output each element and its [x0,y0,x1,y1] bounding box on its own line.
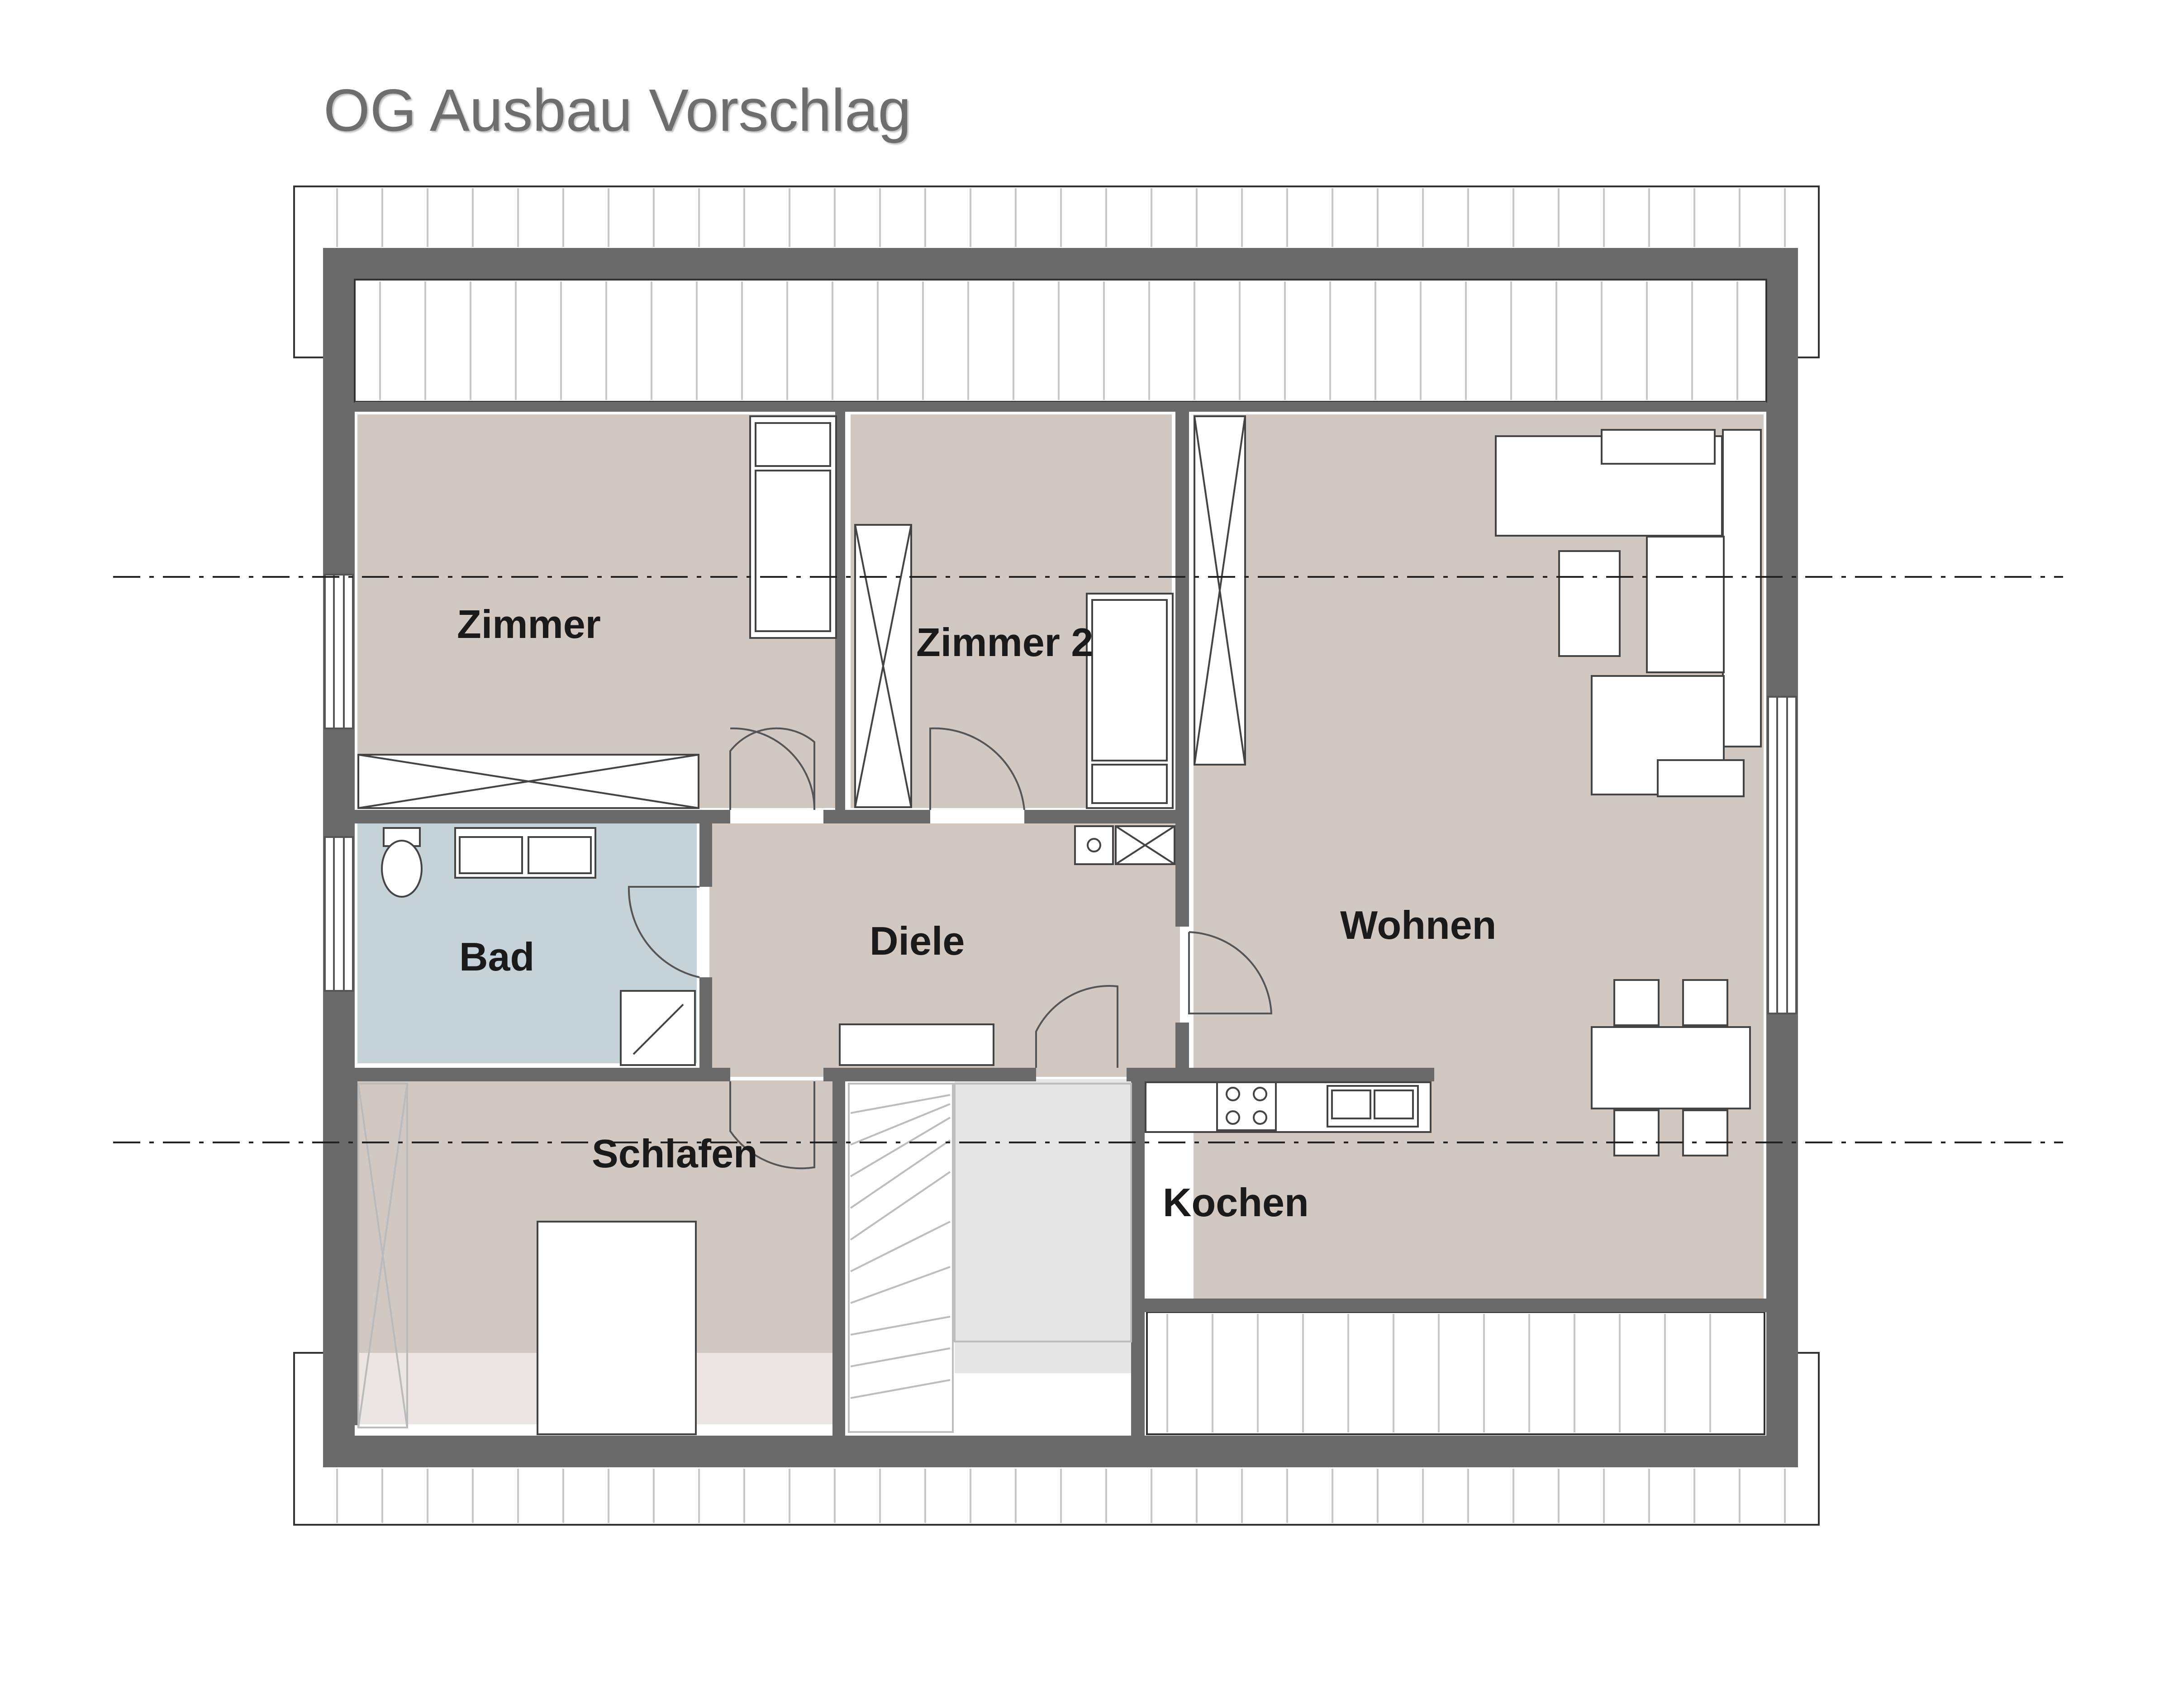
room-label-zimmer-2: Zimmer 2 [916,620,1093,665]
doors [628,727,1273,1170]
roof-strip-top-inner [354,279,1767,403]
room-label-bad: Bad [459,934,534,979]
staircase [848,1083,1132,1433]
roof-strip-bottom-inner [357,1311,1765,1435]
room-label-kochen: Kochen [1163,1180,1309,1225]
room-label-schlafen: Schlafen [592,1131,758,1176]
axis-lines [113,576,2063,1143]
room-label-wohnen: Wohnen [1340,903,1496,947]
room-label-diele: Diele [870,918,965,963]
furniture [357,415,1762,1435]
windows [324,574,1797,1014]
stair-area [845,1079,954,1432]
interior-walls [355,412,1766,1439]
room-label-zimmer: Zimmer [457,602,601,647]
plan-title: OG Ausbau Vorschlag [323,77,911,143]
